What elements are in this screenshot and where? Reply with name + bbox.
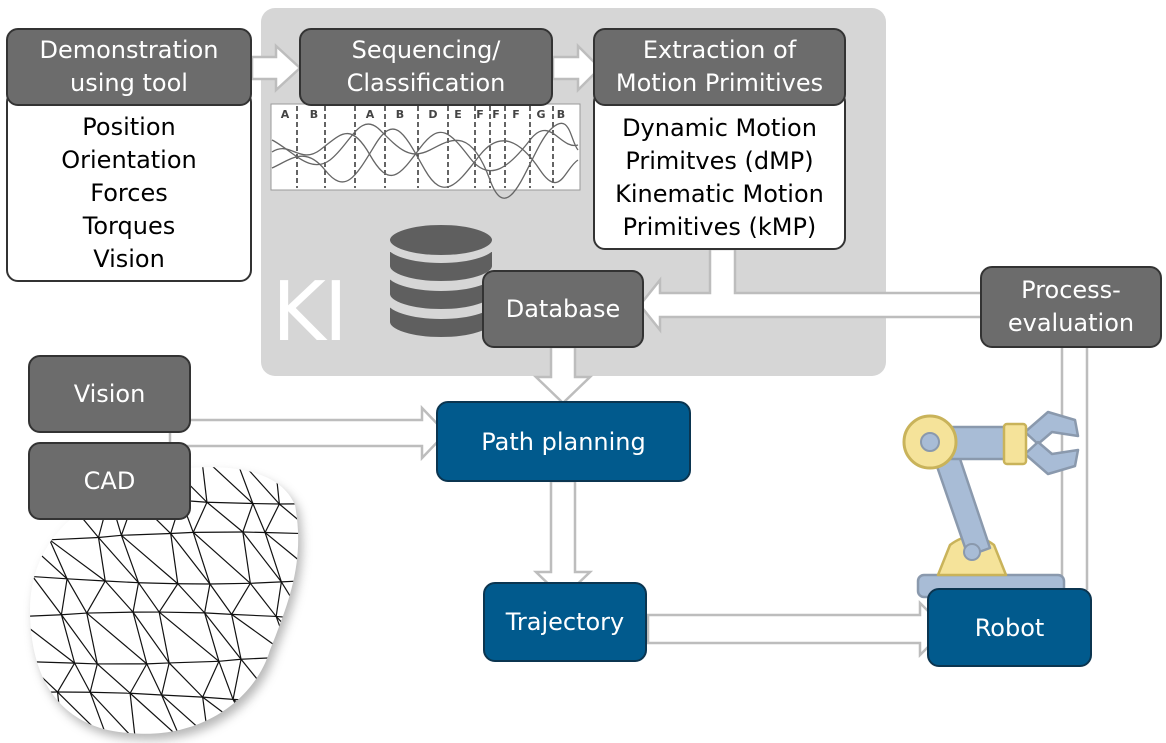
robot-box[interactable]: Robot	[927, 588, 1092, 667]
arrow-database-to-path	[532, 345, 594, 405]
trajectory-box[interactable]: Trajectory	[483, 582, 647, 662]
cad-box[interactable]: CAD	[28, 442, 191, 520]
demonstration-box[interactable]: Demonstration using tool	[6, 28, 252, 106]
demo-item: Vision	[93, 245, 165, 273]
arrow-trajectory-to-robot	[646, 599, 948, 659]
extraction-item: Primitves (dMP)	[625, 147, 814, 175]
arrow-vision-to-path	[168, 404, 448, 462]
sequencing-line: Sequencing/	[351, 36, 501, 64]
demo-item: Orientation	[61, 146, 197, 174]
extraction-details: Dynamic Motion Primitves (dMP) Kinematic…	[593, 90, 846, 250]
sequencing-line: Classification	[346, 69, 506, 97]
process-evaluation-box[interactable]: Process- evaluation	[980, 266, 1162, 348]
extraction-title-line: Motion Primitives	[615, 69, 824, 97]
extraction-item: Dynamic Motion	[622, 114, 817, 142]
process-line: Process-	[1021, 276, 1121, 304]
database-box[interactable]: Database	[482, 270, 644, 348]
sequencing-box[interactable]: Sequencing/ Classification	[299, 28, 553, 106]
extraction-title-line: Extraction of	[642, 36, 797, 64]
arrow-path-to-trajectory	[532, 479, 594, 600]
path-planning-box[interactable]: Path planning	[436, 401, 691, 482]
demo-item: Position	[82, 113, 176, 141]
demo-details: Position Orientation Forces Torques Visi…	[6, 90, 252, 282]
arrow-sequencing-to-extraction	[551, 42, 602, 94]
extraction-item: Kinematic Motion	[615, 180, 824, 208]
demo-item: Torques	[82, 212, 176, 240]
arrow-demo-to-sequencing	[250, 43, 302, 93]
ki-label: KI	[272, 265, 348, 360]
demo-title-line: using tool	[70, 69, 188, 97]
extraction-box[interactable]: Extraction of Motion Primitives	[593, 28, 846, 106]
process-line: evaluation	[1007, 309, 1135, 337]
extraction-item: Primitives (kMP)	[622, 213, 817, 241]
vision-box[interactable]: Vision	[28, 355, 191, 433]
demo-item: Forces	[90, 179, 168, 207]
demo-title-line: Demonstration	[39, 36, 219, 64]
arrow-extraction-to-database	[638, 247, 1064, 334]
